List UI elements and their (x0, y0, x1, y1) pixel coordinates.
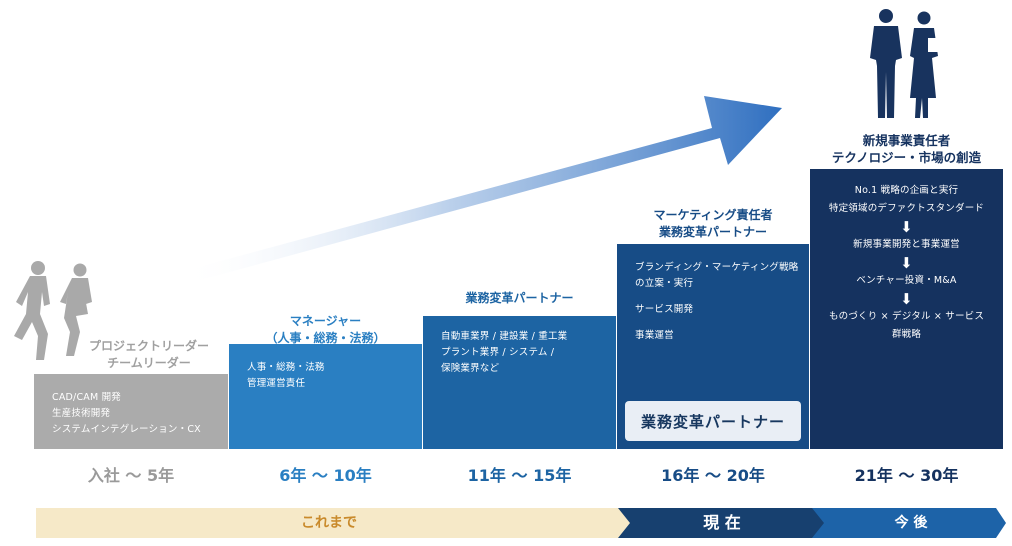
band-present (618, 508, 826, 538)
period-label-4: 16年 〜 20年 (661, 466, 765, 485)
band-future (812, 508, 1006, 538)
period-label-2: 6年 〜 10年 (279, 466, 372, 485)
step-box-4: ブランディング・マーケティング戦略 の立案・実行 サービス開発 事業運営 業務変… (617, 244, 809, 449)
running-people-icon (14, 261, 92, 360)
step-item: CAD/CAM 開発 (52, 392, 121, 403)
step-box-3: 自動車業界 / 建設業 / 重工業 プラント業界 / システム / 保険業界など (423, 316, 616, 449)
step-item: ものづくり × デジタル × サービス (828, 311, 985, 322)
step-title-2: マネージャー（人事・総務・法務） (265, 314, 386, 345)
band-past-label: これまで (301, 515, 357, 531)
step-item: ブランディング・マーケティング戦略 (635, 262, 799, 273)
step-item: システムインテグレーション・CX (52, 424, 201, 435)
step-box-5: No.1 戦略の企画と実行 特定領域のデファクトスタンダード ⬇ 新規事業開発と… (810, 169, 1003, 449)
step-title-1: プロジェクトリーダーチームリーダー (88, 339, 209, 370)
step-item: 保険業界など (441, 363, 500, 374)
period-label-3: 11年 〜 15年 (467, 466, 572, 485)
step-item: 特定領域のデファクトスタンダード (828, 203, 985, 214)
band-future-label: 今 後 (894, 515, 928, 531)
step-title-5: 新規事業責任者テクノロジー・市場の創造 (831, 133, 982, 165)
step-item: No.1 戦略の企画と実行 (854, 185, 959, 196)
down-arrow-icon: ⬇ (900, 254, 913, 272)
band-present-label: 現 在 (703, 513, 741, 532)
step-item: 人事・総務・法務 (247, 362, 325, 373)
step-item: 事業運営 (635, 330, 674, 341)
step-title-3: 業務変革パートナー (465, 291, 574, 305)
step-title-4: マーケティング責任者業務変革パートナー (653, 208, 773, 239)
step-item: 新規事業開発と事業運営 (853, 239, 960, 250)
step-box-1: CAD/CAM 開発 生産技術開発 システムインテグレーション・CX (34, 374, 228, 449)
period-label-5: 21年 〜 30年 (854, 466, 959, 485)
step-item: の立案・実行 (635, 278, 694, 289)
business-people-icon (870, 9, 938, 118)
step-box-2: 人事・総務・法務 管理運営責任 (229, 344, 422, 449)
step-item: 生産技術開発 (52, 408, 111, 419)
band-past (36, 508, 634, 538)
down-arrow-icon: ⬇ (900, 218, 913, 236)
down-arrow-icon: ⬇ (900, 290, 913, 308)
step-item: 自動車業界 / 建設業 / 重工業 (441, 331, 568, 342)
step-item: プラント業界 / システム / (441, 347, 555, 358)
step-item: 管理運営責任 (247, 378, 306, 389)
step-item: 群戦略 (891, 329, 922, 340)
step-item: ベンチャー投資・M&A (856, 275, 957, 286)
period-label-1: 入社 〜 5年 (87, 466, 175, 485)
step-item: サービス開発 (635, 304, 694, 315)
role-badge: 業務変革パートナー (625, 401, 801, 441)
